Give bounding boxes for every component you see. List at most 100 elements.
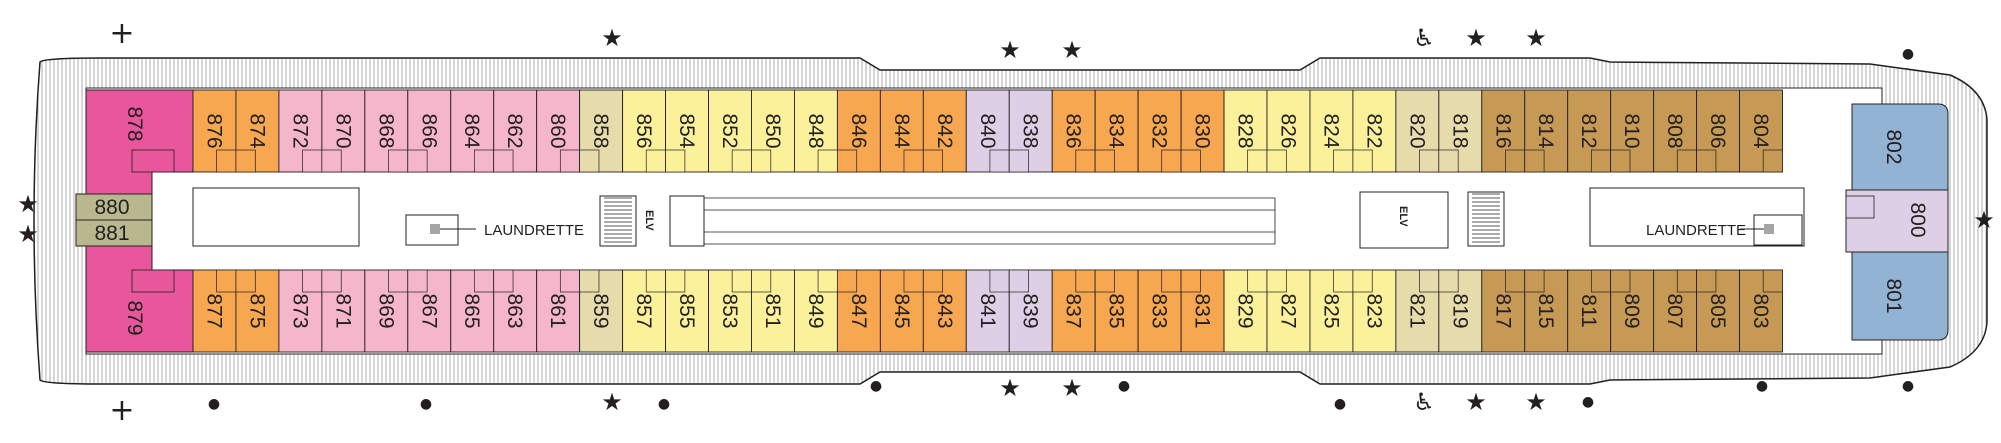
cabin-832-bath	[1161, 149, 1182, 173]
cabin-839-label: 839	[1019, 293, 1042, 328]
cabin-842-bath	[922, 149, 944, 173]
cabin-810-label: 810	[1620, 113, 1643, 148]
cabin-853[interactable]	[708, 269, 752, 353]
cabin-826[interactable]	[1266, 89, 1311, 173]
laundrette-fwd-room	[1753, 214, 1803, 246]
elevator-fwd	[1359, 191, 1449, 249]
cabin-848-bath	[817, 149, 838, 173]
cabin-857-bath	[645, 269, 666, 293]
elevator-aft	[669, 195, 705, 247]
suite-879-label: 879	[123, 300, 146, 335]
cabin-881[interactable]	[75, 219, 153, 247]
cabin-846-bath	[837, 149, 858, 173]
cabin-837-bath	[1075, 269, 1096, 293]
cabin-821-bath	[1419, 269, 1440, 293]
cabin-841-bath	[989, 269, 1010, 293]
dot-mark-807: ●	[1756, 378, 1768, 394]
cabin-853-bath	[731, 269, 752, 293]
elevator-aft-label: ELV	[643, 210, 655, 231]
cabin-864-label: 864	[460, 113, 483, 148]
cabin-850-bath	[751, 149, 772, 173]
cabin-814-bath	[1524, 149, 1545, 173]
cabin-862-label: 862	[503, 113, 526, 148]
cabin-872-bath	[302, 149, 323, 173]
cabin-812-bath	[1590, 149, 1612, 173]
cabin-810-bath	[1610, 149, 1631, 173]
cabin-860-bath	[559, 149, 580, 173]
cabin-865-label: 865	[460, 293, 483, 328]
cabin-803-label: 803	[1749, 293, 1772, 328]
cabin-836-label: 836	[1062, 113, 1085, 148]
cabin-820-label: 820	[1405, 113, 1428, 148]
cabin-811[interactable]	[1567, 269, 1612, 353]
cabin-846-label: 846	[847, 113, 870, 148]
cabin-804-bath	[1762, 149, 1783, 173]
cabin-873-bath	[302, 269, 323, 293]
cabin-839-bath	[1008, 269, 1029, 293]
cabin-806-bath	[1696, 149, 1717, 173]
cabin-862-bath	[493, 149, 514, 173]
cabin-855-bath	[665, 269, 686, 293]
star-mark-821: ★	[1465, 388, 1487, 416]
dot-mark-817: ●	[1582, 394, 1594, 410]
cabin-869-label: 869	[374, 293, 397, 328]
cabin-850-label: 850	[761, 113, 784, 148]
cabin-856-bath	[645, 149, 666, 173]
cabin-880-label: 880	[94, 196, 129, 219]
cabin-873-label: 873	[288, 293, 311, 328]
accessible-mark-top: ♿	[1413, 24, 1435, 52]
cabin-847-bath	[837, 269, 858, 293]
cabin-834-label: 834	[1105, 113, 1128, 148]
accessible-mark-bottom: ♿	[1413, 388, 1435, 416]
cabin-811-bath	[1590, 269, 1612, 293]
cabin-880[interactable]	[75, 193, 153, 221]
cabin-874-label: 874	[245, 113, 268, 148]
suite-801-label: 801	[1882, 278, 1905, 313]
suite-800-label: 800	[1906, 202, 1929, 237]
cabin-825[interactable]	[1309, 269, 1354, 353]
cabin-816-label: 816	[1491, 113, 1514, 148]
dot-mark-fwd-bottom: ●	[1902, 378, 1914, 394]
cabin-833-label: 833	[1148, 293, 1171, 328]
laundrette-aft-label: LAUNDRETTE	[484, 222, 584, 239]
cabin-824-bath	[1333, 149, 1354, 173]
cabin-856-label: 856	[632, 113, 655, 148]
cabin-814-label: 814	[1534, 113, 1557, 148]
cabin-874-bath	[235, 149, 256, 173]
cabin-866-label: 866	[417, 113, 440, 148]
dot-mark-829: ●	[1334, 396, 1346, 412]
cabin-870-bath	[321, 149, 342, 173]
dot-mark-fwd-top: ●	[1902, 46, 1914, 62]
star-mark-858: ★	[601, 24, 623, 52]
suite-801[interactable]	[1851, 251, 1949, 341]
star-mark-859: ★	[601, 388, 623, 416]
cabin-861[interactable]	[536, 269, 581, 353]
cabin-809-label: 809	[1620, 293, 1643, 328]
cabin-807-label: 807	[1663, 293, 1686, 328]
cabin-805-bath	[1696, 269, 1717, 293]
cabin-825-bath	[1333, 269, 1354, 293]
star-mark-820: ★	[1465, 24, 1487, 52]
cabin-859-bath	[579, 269, 600, 293]
cabin-819-bath	[1438, 269, 1459, 293]
cabin-821-label: 821	[1405, 293, 1428, 328]
laundrette-fwd-label: LAUNDRETTE	[1646, 222, 1746, 239]
cabin-828-label: 828	[1234, 113, 1257, 148]
cabin-825-label: 825	[1319, 293, 1342, 328]
cabin-815-label: 815	[1534, 293, 1557, 328]
service-aft	[192, 187, 360, 247]
cabin-843-bath	[922, 269, 944, 293]
cabin-844-label: 844	[890, 113, 913, 148]
cabin-855-label: 855	[675, 293, 698, 328]
cabin-851-label: 851	[761, 293, 784, 328]
cabin-875-label: 875	[245, 293, 268, 328]
cabin-809-bath	[1610, 269, 1631, 293]
cabin-866-bath	[407, 149, 428, 173]
cabin-851-bath	[751, 269, 772, 293]
cabin-871-label: 871	[331, 293, 354, 328]
star-mark-819: ★	[1525, 388, 1547, 416]
cabin-870-label: 870	[331, 113, 354, 148]
